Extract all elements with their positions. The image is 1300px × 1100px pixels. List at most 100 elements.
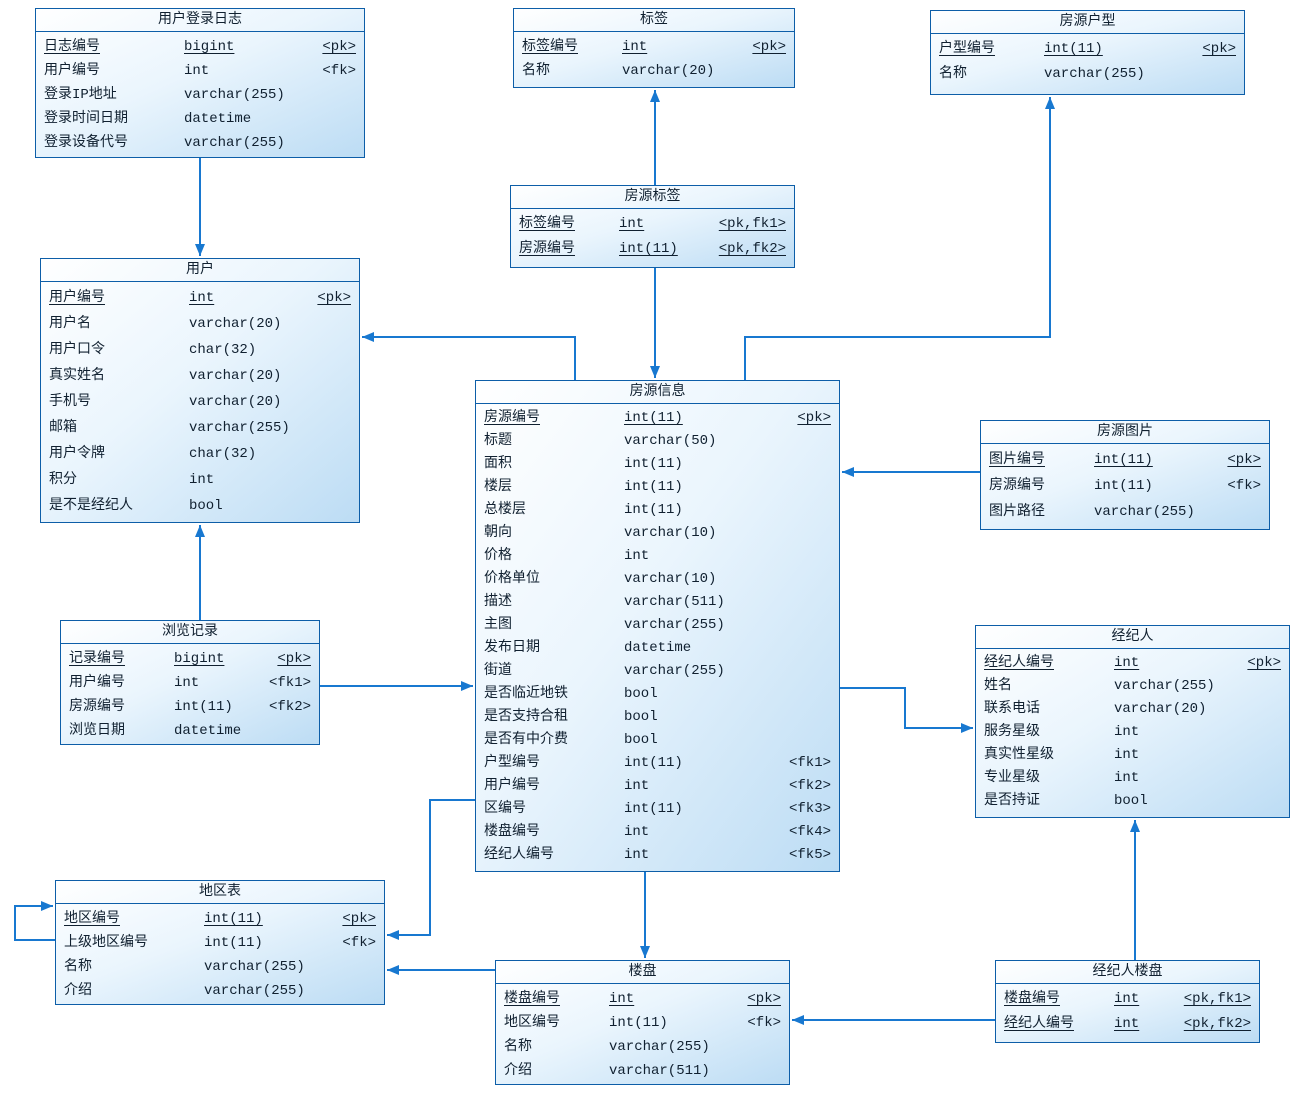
- column-key: <pk,fk2>: [1183, 1016, 1251, 1032]
- column-type: int(11): [1094, 452, 1153, 468]
- column-key: <pk>: [317, 290, 351, 306]
- relationship-region-self-reference: [14, 901, 55, 941]
- entity-title: 房源图片: [981, 421, 1269, 444]
- column-type: int(11): [624, 410, 683, 426]
- column-row: 登录时间日期 datetime: [44, 107, 356, 131]
- column-type: varchar(255): [624, 617, 725, 633]
- column-name: 标签编号: [519, 216, 575, 232]
- column-type: datetime: [174, 723, 242, 739]
- column-type: int(11): [204, 935, 263, 951]
- column-type: int(11): [624, 502, 683, 518]
- column-type: varchar(255): [184, 87, 285, 103]
- column-name: 用户编号: [44, 63, 100, 79]
- column-type: varchar(511): [624, 594, 725, 610]
- column-type: int: [1114, 991, 1140, 1007]
- column-name: 服务星级: [984, 724, 1040, 740]
- column-key: <pk>: [752, 39, 786, 55]
- column-name: 用户令牌: [49, 446, 105, 462]
- column-type: int: [624, 548, 650, 564]
- column-row: 是不是经纪人 bool: [49, 493, 351, 519]
- column-name: 用户口令: [49, 342, 105, 358]
- column-key: <fk5>: [788, 847, 831, 863]
- column-name: 楼盘编号: [1004, 991, 1060, 1007]
- column-name: 房源编号: [519, 241, 575, 257]
- column-name: 介绍: [64, 983, 92, 999]
- column-name: 楼层: [484, 479, 512, 495]
- column-type: varchar(20): [622, 63, 715, 79]
- column-type: int(11): [1044, 41, 1103, 57]
- column-name: 区编号: [484, 801, 526, 817]
- column-name: 是否有中介费: [484, 732, 568, 748]
- column-key: <fk>: [747, 1015, 781, 1031]
- entity-title: 用户登录日志: [36, 9, 364, 32]
- column-name: 登录设备代号: [44, 135, 128, 151]
- column-key: <pk>: [1247, 655, 1281, 671]
- column-type: char(32): [189, 342, 257, 358]
- column-name: 登录时间日期: [44, 111, 128, 127]
- column-name: 户型编号: [939, 41, 995, 57]
- column-name: 楼盘编号: [504, 991, 560, 1007]
- entity-title: 房源户型: [931, 11, 1244, 34]
- column-key: <pk>: [342, 911, 376, 927]
- column-name: 房源编号: [989, 478, 1045, 494]
- entity-title: 经纪人: [976, 626, 1289, 649]
- column-name: 是不是经纪人: [49, 498, 133, 514]
- column-type: datetime: [184, 111, 252, 127]
- column-type: varchar(50): [624, 433, 717, 449]
- column-name: 姓名: [984, 678, 1012, 694]
- column-key: <fk2>: [788, 778, 831, 794]
- column-key: <fk1>: [788, 755, 831, 771]
- column-row: 真实性星级 int: [984, 744, 1281, 767]
- column-name: 户型编号: [484, 755, 540, 771]
- entity-title: 房源标签: [511, 186, 794, 209]
- column-type: int(11): [174, 699, 233, 715]
- column-type: bool: [624, 732, 658, 748]
- column-name: 真实性星级: [984, 747, 1054, 763]
- column-type: varchar(255): [1114, 678, 1215, 694]
- relationship-houseinfo-to-housetype: [744, 97, 1055, 380]
- relationship-houseinfo-to-agent: [840, 687, 973, 733]
- column-type: bigint: [184, 39, 235, 55]
- column-key: <pk,fk2>: [718, 241, 786, 257]
- column-name: 标签编号: [522, 39, 578, 55]
- column-type: int: [1114, 747, 1140, 763]
- column-name: 名称: [64, 959, 92, 975]
- column-type: varchar(255): [189, 420, 290, 436]
- column-type: bool: [189, 498, 223, 514]
- entity-title: 地区表: [56, 881, 384, 904]
- column-type: varchar(255): [1094, 504, 1195, 520]
- column-name: 价格单位: [484, 571, 540, 587]
- column-type: varchar(20): [1114, 701, 1207, 717]
